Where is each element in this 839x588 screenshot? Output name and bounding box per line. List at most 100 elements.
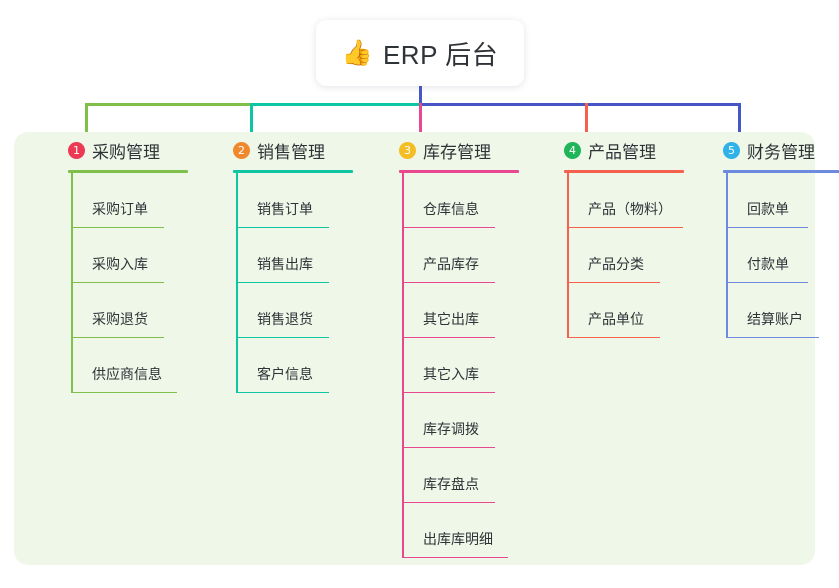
module-item-rule	[567, 226, 683, 228]
module-item-rule	[71, 281, 164, 283]
module-item-rule	[402, 226, 495, 228]
module-item[interactable]: 产品（物料）	[567, 173, 683, 228]
modules-panel: 1 采购管理采购订单采购入库采购退货供应商信息 2 销售管理销售订单销售出库销售退货客…	[14, 132, 839, 565]
module-item[interactable]: 销售订单	[236, 173, 329, 228]
drop-connector-sales	[250, 103, 253, 145]
module-column: 1 采购管理采购订单采购入库采购退货供应商信息	[42, 132, 207, 393]
module-item[interactable]: 仓库信息	[402, 173, 495, 228]
root-stem-connector	[419, 86, 422, 105]
module-column: 5 财务管理回款单付款单结算账户	[697, 132, 839, 338]
module-item-list: 产品（物料） 产品分类产品单位	[567, 173, 683, 338]
module-spine	[402, 173, 404, 558]
module-item-list: 回款单付款单结算账户	[726, 173, 819, 338]
module-item-rule	[402, 501, 495, 503]
module-item[interactable]: 回款单	[726, 173, 808, 228]
module-item[interactable]: 付款单	[726, 228, 808, 283]
module-item[interactable]: 采购入库	[71, 228, 164, 283]
module-item-rule	[71, 391, 177, 393]
module-item[interactable]: 采购退货	[71, 283, 164, 338]
module-column: 4 产品管理产品（物料） 产品分类产品单位	[538, 132, 703, 338]
module-item-label: 产品分类	[588, 256, 644, 272]
module-item-rule	[236, 281, 329, 283]
module-title: 产品管理	[588, 142, 656, 162]
module-item-list: 销售订单销售出库销售退货客户信息	[236, 173, 329, 393]
module-item-label: 出库库明细	[423, 531, 493, 547]
module-number-badge: 2	[233, 141, 250, 159]
module-item-label: 产品（物料）	[588, 201, 672, 217]
module-item-rule	[236, 391, 329, 393]
module-item-rule	[402, 336, 495, 338]
module-item[interactable]: 产品单位	[567, 283, 660, 338]
module-header[interactable]: 1 采购管理	[42, 132, 207, 168]
module-number-badge: 4	[564, 141, 581, 159]
module-header-rule	[564, 170, 684, 173]
drop-connector-finance	[738, 103, 741, 145]
module-item-rule	[402, 391, 495, 393]
module-item-label: 付款单	[747, 256, 789, 272]
module-item-rule	[726, 226, 808, 228]
module-spine	[567, 173, 569, 338]
module-item-label: 库存调拨	[423, 421, 479, 437]
module-item[interactable]: 采购订单	[71, 173, 164, 228]
module-item-label: 仓库信息	[423, 201, 479, 217]
module-item-label: 采购退货	[92, 311, 148, 327]
module-spine	[71, 173, 73, 393]
module-title: 销售管理	[257, 142, 325, 162]
drop-connector-purchase	[85, 103, 88, 145]
module-item-rule	[567, 281, 660, 283]
module-item[interactable]: 其它出库	[402, 283, 495, 338]
module-item[interactable]: 库存调拨	[402, 393, 495, 448]
root-node[interactable]: 👍 ERP 后台	[316, 20, 524, 86]
module-item-label: 客户信息	[257, 366, 313, 382]
module-header[interactable]: 2 销售管理	[207, 132, 372, 168]
module-item-label: 销售退货	[257, 311, 313, 327]
module-title: 财务管理	[747, 142, 815, 162]
thumbs-up-icon: 👍	[341, 38, 373, 67]
module-item[interactable]: 出库库明细	[402, 503, 508, 558]
drop-connector-product	[585, 103, 588, 145]
module-item-label: 回款单	[747, 201, 789, 217]
trunk-segment-sales	[250, 103, 421, 106]
module-item[interactable]: 客户信息	[236, 338, 329, 393]
module-item[interactable]: 销售出库	[236, 228, 329, 283]
module-item-rule	[236, 226, 329, 228]
module-header[interactable]: 4 产品管理	[538, 132, 703, 168]
module-item[interactable]: 产品库存	[402, 228, 495, 283]
module-item[interactable]: 结算账户	[726, 283, 819, 338]
module-item-label: 采购订单	[92, 201, 148, 217]
module-item-rule	[567, 336, 660, 338]
module-item[interactable]: 其它入库	[402, 338, 495, 393]
trunk-segment-purchase	[85, 103, 252, 106]
module-item-label: 产品库存	[423, 256, 479, 272]
module-item-label: 销售订单	[257, 201, 313, 217]
module-header[interactable]: 5 财务管理	[697, 132, 839, 168]
module-item[interactable]: 销售退货	[236, 283, 329, 338]
module-header-rule	[233, 170, 353, 173]
module-item[interactable]: 库存盘点	[402, 448, 495, 503]
module-item-label: 供应商信息	[92, 366, 162, 382]
module-item-rule	[402, 556, 508, 558]
module-item-rule	[402, 281, 495, 283]
module-item-label: 其它入库	[423, 366, 479, 382]
module-item-label: 产品单位	[588, 311, 644, 327]
module-item-list: 仓库信息产品库存其它出库其它入库库存调拨库存盘点出库库明细	[402, 173, 508, 558]
module-title: 采购管理	[92, 142, 160, 162]
module-item-rule	[71, 226, 164, 228]
module-item-rule	[726, 336, 819, 338]
module-item-rule	[402, 446, 495, 448]
module-item-label: 库存盘点	[423, 476, 479, 492]
module-item-label: 其它出库	[423, 311, 479, 327]
module-item-rule	[236, 336, 329, 338]
module-number-badge: 5	[723, 141, 740, 159]
module-item[interactable]: 产品分类	[567, 228, 660, 283]
module-item[interactable]: 供应商信息	[71, 338, 177, 393]
module-item-label: 销售出库	[257, 256, 313, 272]
module-header-rule	[399, 170, 519, 173]
module-header-rule	[723, 170, 839, 173]
module-title: 库存管理	[423, 142, 491, 162]
module-number-badge: 1	[68, 141, 85, 159]
trunk-segment-right	[419, 103, 741, 106]
